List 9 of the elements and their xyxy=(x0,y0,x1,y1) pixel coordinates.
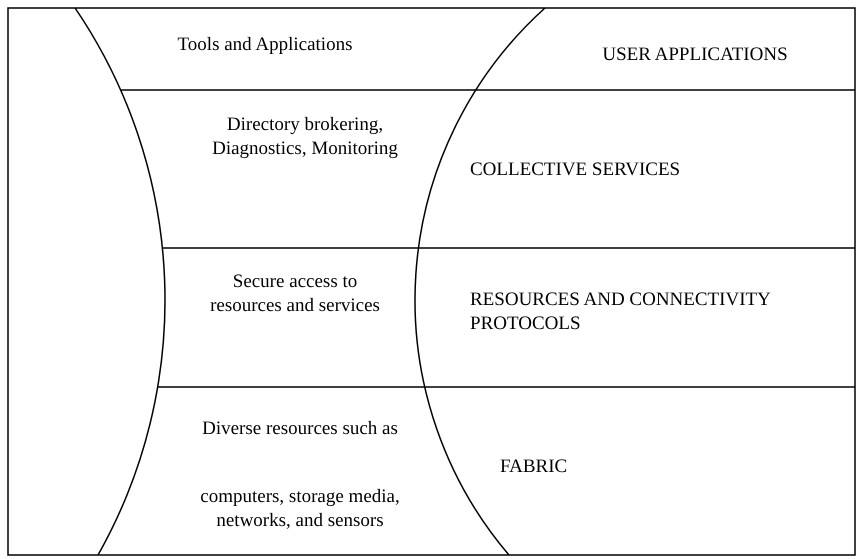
layer-name: USER APPLICATIONS xyxy=(601,43,789,67)
layer-name: COLLECTIVE SERVICES xyxy=(470,158,682,182)
layer-description: Tools and Applications xyxy=(176,33,354,57)
layer-name: RESOURCES AND CONNECTIVITY PROTOCOLS xyxy=(470,288,772,336)
layer-description: computers, storage media, networks, and sensors xyxy=(199,485,401,533)
layer-description: Secure access to resources and services xyxy=(209,270,381,318)
layer-name: FABRIC xyxy=(500,455,568,479)
layer-description: Diverse resources such as xyxy=(201,417,399,441)
layer-description: Directory brokering, Diagnostics, Monitoring xyxy=(211,113,399,161)
